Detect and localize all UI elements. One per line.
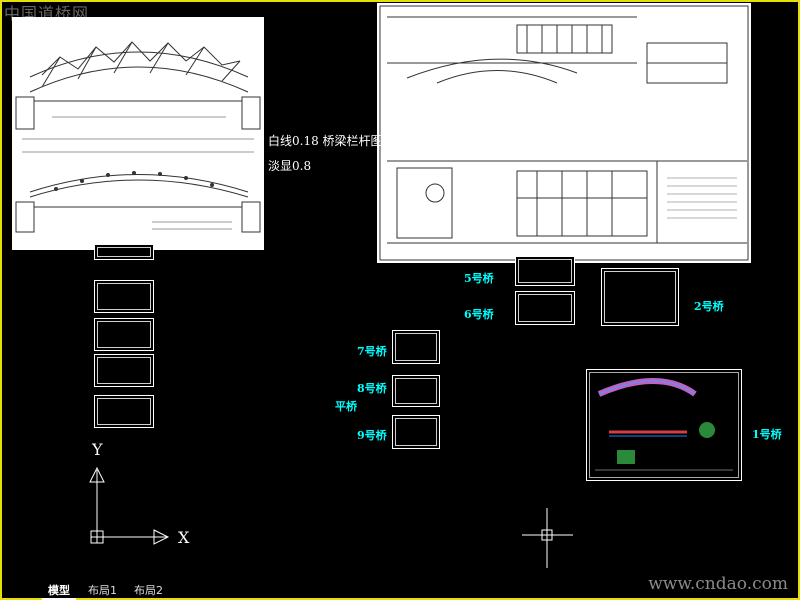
drawing-thumbnail-bridge6[interactable] [515, 291, 575, 325]
drawing-thumbnail-4[interactable] [94, 354, 154, 387]
drawing-thumbnail-bridge7[interactable] [392, 330, 440, 364]
bridge-plan-drawing [379, 5, 749, 261]
annotation-line-weight: 白线0.18 桥梁栏杆图 [268, 134, 383, 148]
drawing-sheet-bridge-plan[interactable] [377, 3, 751, 263]
drawing-thumbnail-bridge1[interactable] [586, 369, 742, 481]
annotation-fade: 淡显0.8 [268, 159, 312, 173]
tab-layout2[interactable]: 布局2 [134, 584, 163, 597]
label-flat-bridge: 平桥 [335, 400, 357, 413]
drawing-thumbnail-bridge2[interactable] [601, 268, 679, 326]
axis-y-label: Y [92, 440, 103, 459]
drawing-sheet-railing-elevation[interactable] [12, 17, 264, 250]
layout-tabs: 模型 布局1 布局2 [2, 584, 302, 600]
drawing-thumbnail-bridge8[interactable] [392, 375, 440, 407]
label-bridge-1: 1号桥 [752, 428, 782, 441]
tab-model[interactable]: 模型 [42, 584, 76, 600]
label-bridge-9: 9号桥 [357, 429, 387, 442]
drawing-thumbnail-5[interactable] [94, 395, 154, 428]
drawing-thumbnail-bridge5[interactable] [515, 256, 575, 286]
drawing-thumbnail-3[interactable] [94, 318, 154, 351]
label-bridge-7: 7号桥 [357, 345, 387, 358]
label-bridge-6: 6号桥 [464, 308, 494, 321]
drawing-thumbnail-1[interactable] [94, 244, 154, 260]
drawing-thumbnail-2[interactable] [94, 280, 154, 313]
axis-x-label: X [178, 528, 190, 547]
label-bridge-5: 5号桥 [464, 272, 494, 285]
watermark-bottom: www.cndao.com [648, 574, 788, 594]
label-bridge-8: 8号桥 [357, 382, 387, 395]
railing-elevation-drawing [15, 41, 261, 233]
label-bridge-2: 2号桥 [694, 300, 724, 313]
bridge1-plan-drawing [595, 378, 733, 471]
tab-layout1[interactable]: 布局1 [88, 584, 117, 597]
drawing-thumbnail-bridge9[interactable] [392, 415, 440, 449]
